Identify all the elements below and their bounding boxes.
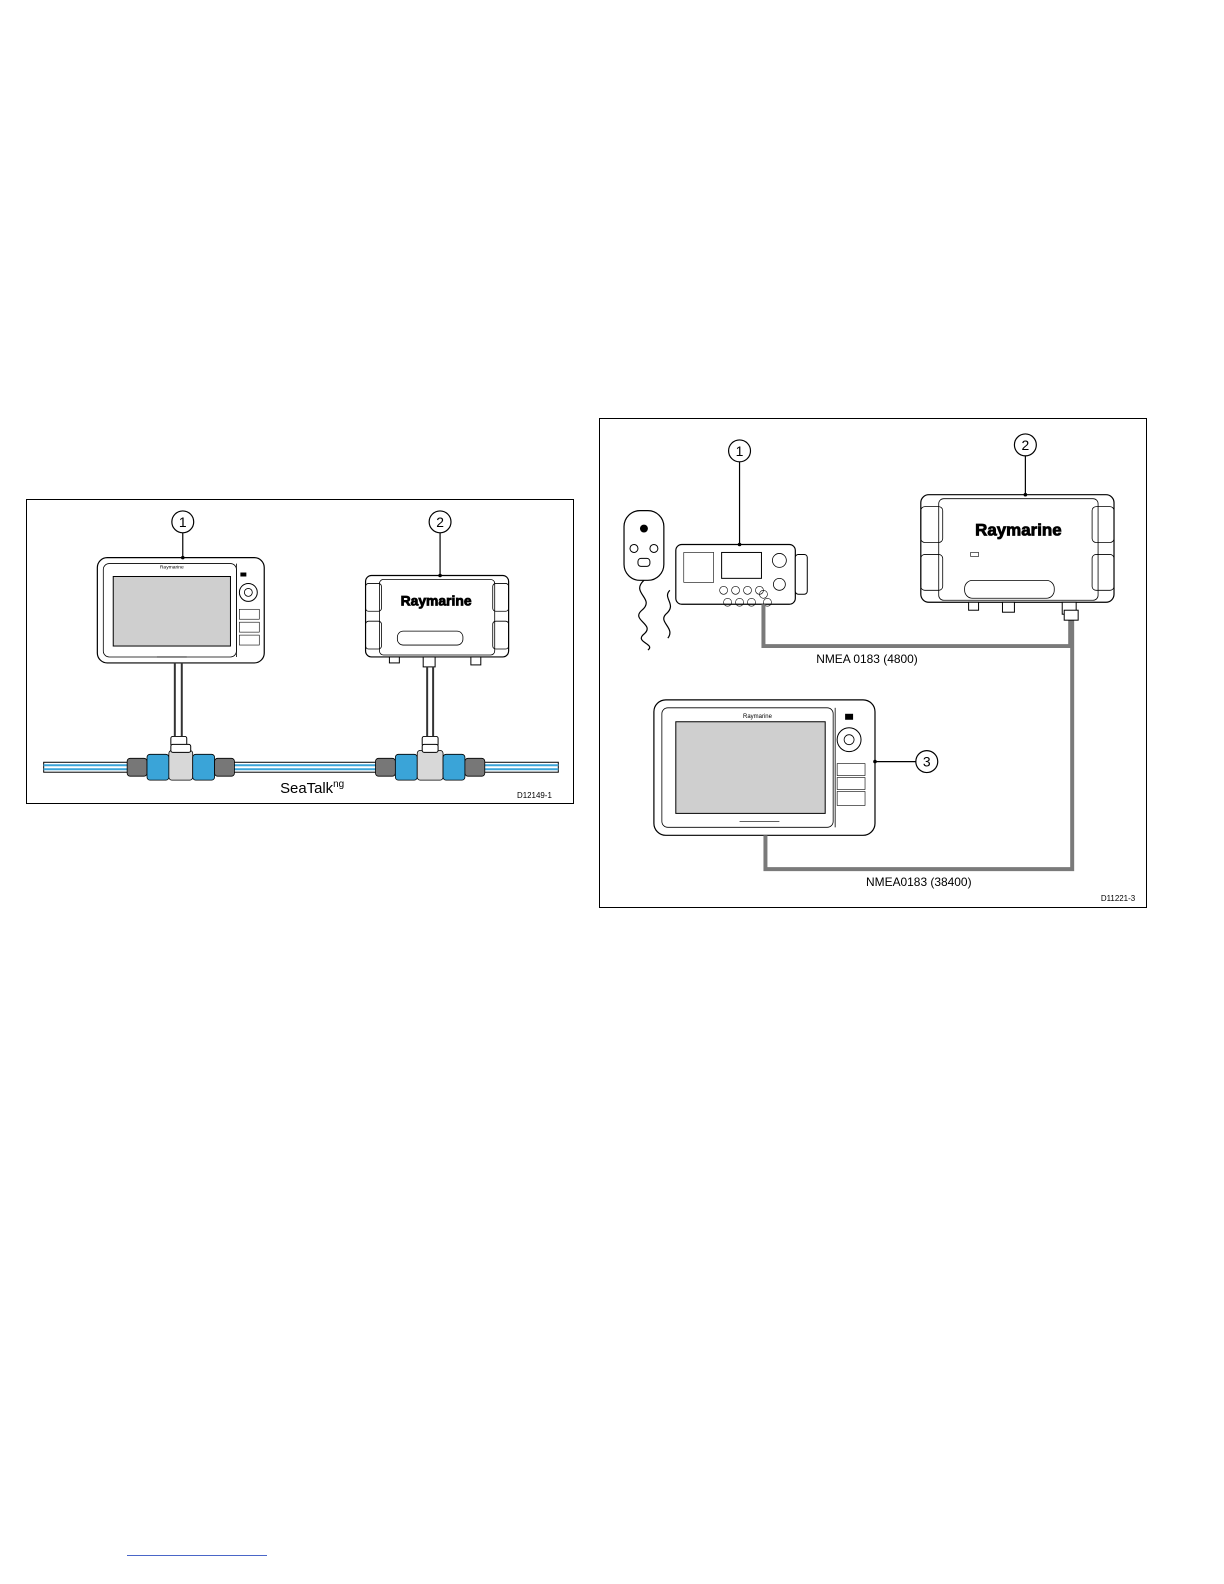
nmea-diagram: 1 Raymarine 2 NMEA 0183 (4800) [600, 419, 1146, 907]
nmea-diagram-panel: 1 Raymarine 2 NMEA 0183 (4800) [599, 418, 1147, 908]
vhf-handset-microphone [624, 511, 670, 650]
seatalk-label: SeaTalkng [280, 779, 344, 797]
vhf-radio [676, 544, 807, 606]
t-piece-connector-2 [376, 744, 485, 780]
data-master-unit [921, 495, 1114, 615]
t-piece-connector-1 [127, 744, 234, 780]
unit-2-brand: Raymarine [975, 521, 1062, 540]
callout-1-label: 1 [736, 443, 744, 459]
nmea-38400-label: NMEA0183 (38400) [866, 875, 972, 889]
display-1-brand: Raymarine [160, 565, 184, 571]
data-master-unit [366, 576, 509, 667]
footer-link-underline [127, 1555, 267, 1556]
display-3-brand: Raymarine [743, 714, 773, 720]
multifunction-display-1 [97, 558, 264, 663]
unit-2-drop-cable [422, 667, 438, 746]
seatalk-diagram-panel: Raymarine 1 [26, 499, 574, 804]
callout-2-label: 2 [1021, 437, 1029, 453]
callout-2-label: 2 [436, 514, 444, 530]
seatalk-diagram: Raymarine 1 [27, 500, 573, 803]
multifunction-display-3 [654, 700, 875, 835]
callout-1-label: 1 [179, 514, 187, 530]
figure-id: D12149-1 [517, 791, 552, 800]
display-1-drop-cable [171, 663, 187, 746]
nmea-0183-4800-cable [763, 604, 1070, 646]
callout-3-label: 3 [923, 754, 931, 770]
figure-id: D11221-3 [1101, 894, 1136, 903]
nmea-4800-label: NMEA 0183 (4800) [816, 652, 918, 666]
unit-2-brand: Raymarine [401, 592, 472, 608]
